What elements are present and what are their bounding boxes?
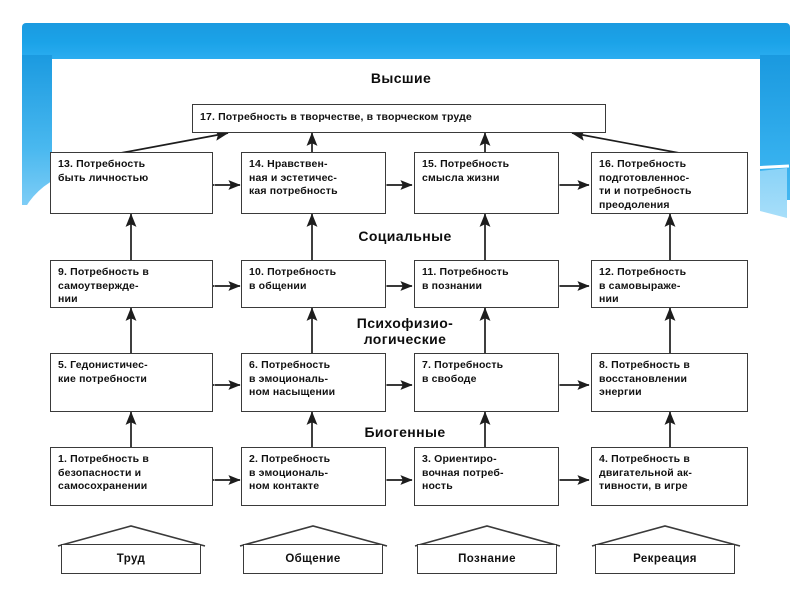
base-banner-obshenie-label: Общение [243,544,383,574]
need-box-12[interactable]: 12. Потребность в самовыраже- нии [591,260,748,308]
need-box-6[interactable]: 6. Потребность в эмоциональ- ном насыщен… [241,353,386,412]
section-header-psychophysiological: Психофизио- логические [356,315,454,347]
need-box-16[interactable]: 16. Потребность подготовленнос- ти и пот… [591,152,748,214]
need-box-4[interactable]: 4. Потребность в двигательной ак- тивнос… [591,447,748,506]
need-box-13[interactable]: 13. Потребность быть личностью [50,152,213,214]
base-banner-trud[interactable]: Труд [56,528,206,576]
base-banner-rekreacia[interactable]: Рекреация [590,528,740,576]
base-banner-rekreacia-label: Рекреация [595,544,735,574]
need-box-9[interactable]: 9. Потребность в самоутвержде- нии [50,260,213,308]
need-box-7[interactable]: 7. Потребность в свободе [414,353,559,412]
need-box-3[interactable]: 3. Ориентиро- вочная потреб- ность [414,447,559,506]
need-box-11[interactable]: 11. Потребность в познании [414,260,559,308]
base-banner-obshenie[interactable]: Общение [238,528,388,576]
need-box-8[interactable]: 8. Потребность в восстановлении энергии [591,353,748,412]
need-box-2[interactable]: 2. Потребность в эмоциональ- ном контакт… [241,447,386,506]
need-box-15[interactable]: 15. Потребность смысла жизни [414,152,559,214]
section-header-top: Высшие [370,70,432,86]
need-box-17[interactable]: 17. Потребность в творчестве, в творческ… [192,104,606,133]
decorative-frame-right-lower-bar [760,168,787,218]
section-header-social: Социальные [358,228,452,244]
base-banner-trud-label: Труд [61,544,201,574]
decorative-frame-top-bar [22,23,790,59]
need-box-14[interactable]: 14. Нравствен- ная и эстетичес- кая потр… [241,152,386,214]
need-box-5[interactable]: 5. Гедонистичес- кие потребности [50,353,213,412]
need-box-10[interactable]: 10. Потребность в общении [241,260,386,308]
section-header-biogenic: Биогенные [364,424,446,440]
need-box-1[interactable]: 1. Потребность в безопасности и самосохр… [50,447,213,506]
decorative-frame-left-bar [22,55,52,205]
base-banner-poznanie[interactable]: Познание [412,528,562,576]
base-banner-poznanie-label: Познание [417,544,557,574]
